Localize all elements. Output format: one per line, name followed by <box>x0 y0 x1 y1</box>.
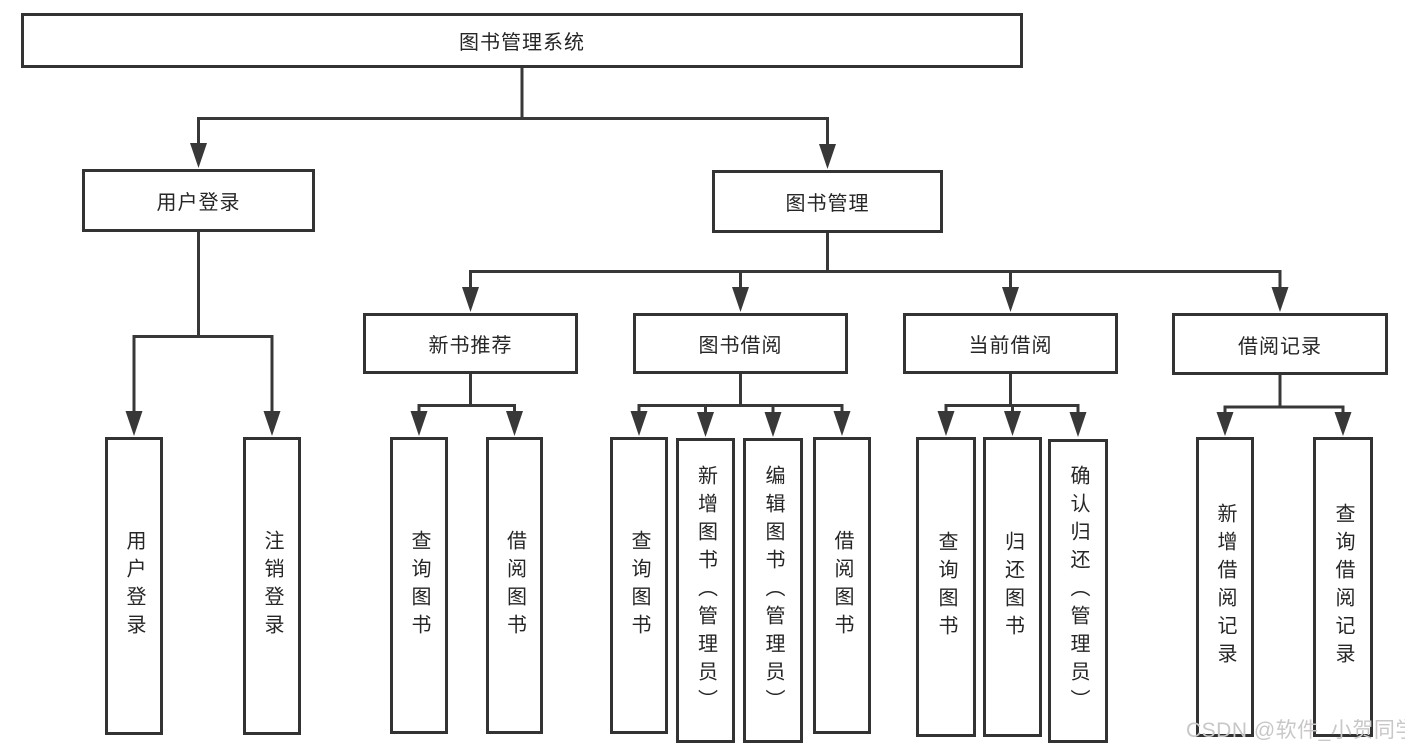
node-cb-confirm-return-admin: 确认归还（管理员） <box>1048 439 1108 743</box>
node-cb-query-books-label: 查询图书 <box>935 531 957 643</box>
node-cb-confirm-return-admin-label: 确认归还（管理员） <box>1067 465 1089 717</box>
edge-records-span <box>1223 405 1345 413</box>
arrow-br-add-record <box>1216 412 1234 436</box>
arrow-user-login-group <box>190 143 207 168</box>
edge-borrowing-span <box>637 404 844 412</box>
node-nbr-borrow-books: 借阅图书 <box>486 437 543 734</box>
node-user-login-label: 用户登录 <box>123 530 145 642</box>
arrow-cb-confirm-return <box>1069 412 1087 437</box>
arrow-current-borrowing <box>1002 287 1019 312</box>
arrow-bb-add-books <box>697 412 714 437</box>
node-br-add-record: 新增借阅记录 <box>1196 437 1254 737</box>
node-new-book-recommend: 新书推荐 <box>363 313 578 374</box>
arrow-book-borrowing <box>732 287 749 312</box>
arrow-new-book-recommend <box>462 287 479 312</box>
arrow-br-query-record <box>1334 412 1352 436</box>
node-current-borrowing: 当前借阅 <box>903 313 1118 374</box>
node-bb-add-books-admin-label: 新增图书（管理员） <box>694 464 717 717</box>
edge-newbook-span <box>417 404 516 412</box>
node-bb-add-books-admin: 新增图书（管理员） <box>676 438 735 743</box>
node-cb-return-books: 归还图书 <box>983 437 1042 737</box>
csdn-watermark: CSDN @软件_小贺同学 <box>1186 719 1405 742</box>
node-bb-edit-books-admin: 编辑图书（管理员） <box>743 438 803 743</box>
node-book-management: 图书管理 <box>712 170 943 233</box>
node-nbr-query-books: 查询图书 <box>390 437 448 734</box>
node-bb-query-books: 查询图书 <box>610 437 668 734</box>
arrow-nbr-borrow-books <box>506 411 523 436</box>
node-br-add-record-label: 新增借阅记录 <box>1214 503 1236 671</box>
node-br-query-record: 查询借阅记录 <box>1313 437 1373 737</box>
node-nbr-query-books-label: 查询图书 <box>408 529 430 642</box>
arrowheads <box>125 143 1352 437</box>
node-book-borrowing: 图书借阅 <box>633 313 848 374</box>
arrow-book-management <box>819 144 836 169</box>
node-bb-query-books-label: 查询图书 <box>628 529 650 642</box>
arrow-user-login <box>125 411 143 436</box>
node-user-login: 用户登录 <box>105 437 163 735</box>
node-cb-return-books-label: 归还图书 <box>1001 531 1024 643</box>
arrow-cb-query-books <box>937 411 955 436</box>
arrow-bb-borrow-books <box>833 411 851 436</box>
arrow-borrowing-records <box>1271 287 1289 312</box>
node-library-management-system: 图书管理系统 <box>21 13 1023 68</box>
node-user-login-group: 用户登录 <box>82 169 315 232</box>
node-bb-borrow-books-label: 借阅图书 <box>831 529 853 642</box>
node-br-query-record-label: 查询借阅记录 <box>1332 503 1354 671</box>
node-nbr-borrow-books-label: 借阅图书 <box>503 529 526 642</box>
node-logout-label: 注销登录 <box>261 530 283 642</box>
edge-root-to-level2 <box>197 117 829 144</box>
node-logout: 注销登录 <box>243 437 301 735</box>
arrow-logout <box>263 411 281 436</box>
edge-userlogin-span <box>132 335 274 412</box>
node-cb-query-books: 查询图书 <box>916 437 976 737</box>
node-borrowing-records: 借阅记录 <box>1172 313 1388 375</box>
arrow-nbr-query-books <box>410 411 428 436</box>
node-bb-borrow-books: 借阅图书 <box>813 437 871 734</box>
node-bb-edit-books-admin-label: 编辑图书（管理员） <box>762 464 784 717</box>
arrow-bb-query-books <box>630 411 648 436</box>
arrow-cb-return-books <box>1004 411 1021 436</box>
arrow-bb-edit-books <box>764 412 782 437</box>
edge-bookmgmt-span <box>469 270 1282 288</box>
